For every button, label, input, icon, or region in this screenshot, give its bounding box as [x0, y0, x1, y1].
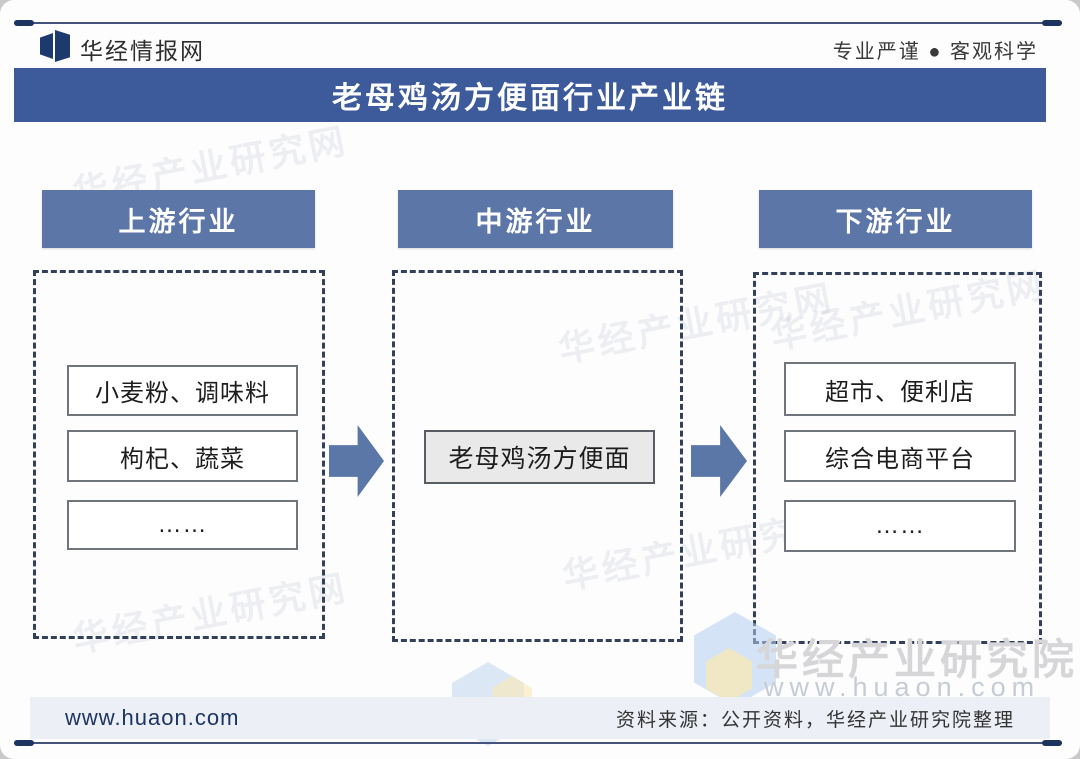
bottom-rule-right-cap	[1042, 740, 1062, 746]
bottom-rule-left-cap	[14, 740, 34, 746]
title-bar: 老母鸡汤方便面行业产业链	[14, 68, 1046, 122]
brand-name: 华经情报网	[80, 38, 205, 64]
downstream-item: 综合电商平台	[784, 430, 1016, 482]
logo-right-wing	[55, 30, 70, 62]
page-title: 老母鸡汤方便面行业产业链	[332, 82, 728, 115]
downstream-group: 超市、便利店 综合电商平台 ……	[753, 272, 1042, 644]
watermark-hexagon-yellow	[706, 648, 752, 702]
arrow-midstream-to-downstream	[691, 425, 747, 497]
bottom-rule	[14, 742, 1062, 744]
downstream-item: ……	[784, 500, 1016, 552]
brand-slogan: 专业严谨 ● 客观科学	[832, 41, 1038, 63]
upstream-header: 上游行业	[42, 190, 315, 248]
logo-left-wing	[40, 33, 53, 59]
midstream-header: 中游行业	[398, 190, 673, 248]
upstream-item: 小麦粉、调味料	[67, 365, 298, 416]
upstream-item: 枸杞、蔬菜	[67, 430, 298, 482]
top-rule	[14, 22, 1062, 24]
footer-source: 资料来源：公开资料，华经产业研究院整理	[615, 709, 1015, 731]
footer-website: www.huaon.com	[65, 705, 240, 730]
top-rule-left-cap	[14, 20, 34, 26]
downstream-header: 下游行业	[759, 190, 1032, 248]
upstream-group: 小麦粉、调味料 枸杞、蔬菜 ……	[33, 270, 325, 639]
arrow-upstream-to-midstream	[329, 425, 384, 497]
footer-band: www.huaon.com 资料来源：公开资料，华经产业研究院整理	[30, 697, 1050, 739]
upstream-item: ……	[67, 500, 298, 550]
top-rule-right-cap	[1042, 20, 1062, 26]
downstream-item: 超市、便利店	[784, 362, 1016, 416]
midstream-product: 老母鸡汤方便面	[424, 430, 655, 484]
brand-logo-icon	[40, 30, 70, 62]
watermark-institute: 华经产业研究院	[756, 636, 1079, 683]
midstream-group: 老母鸡汤方便面	[392, 270, 683, 642]
